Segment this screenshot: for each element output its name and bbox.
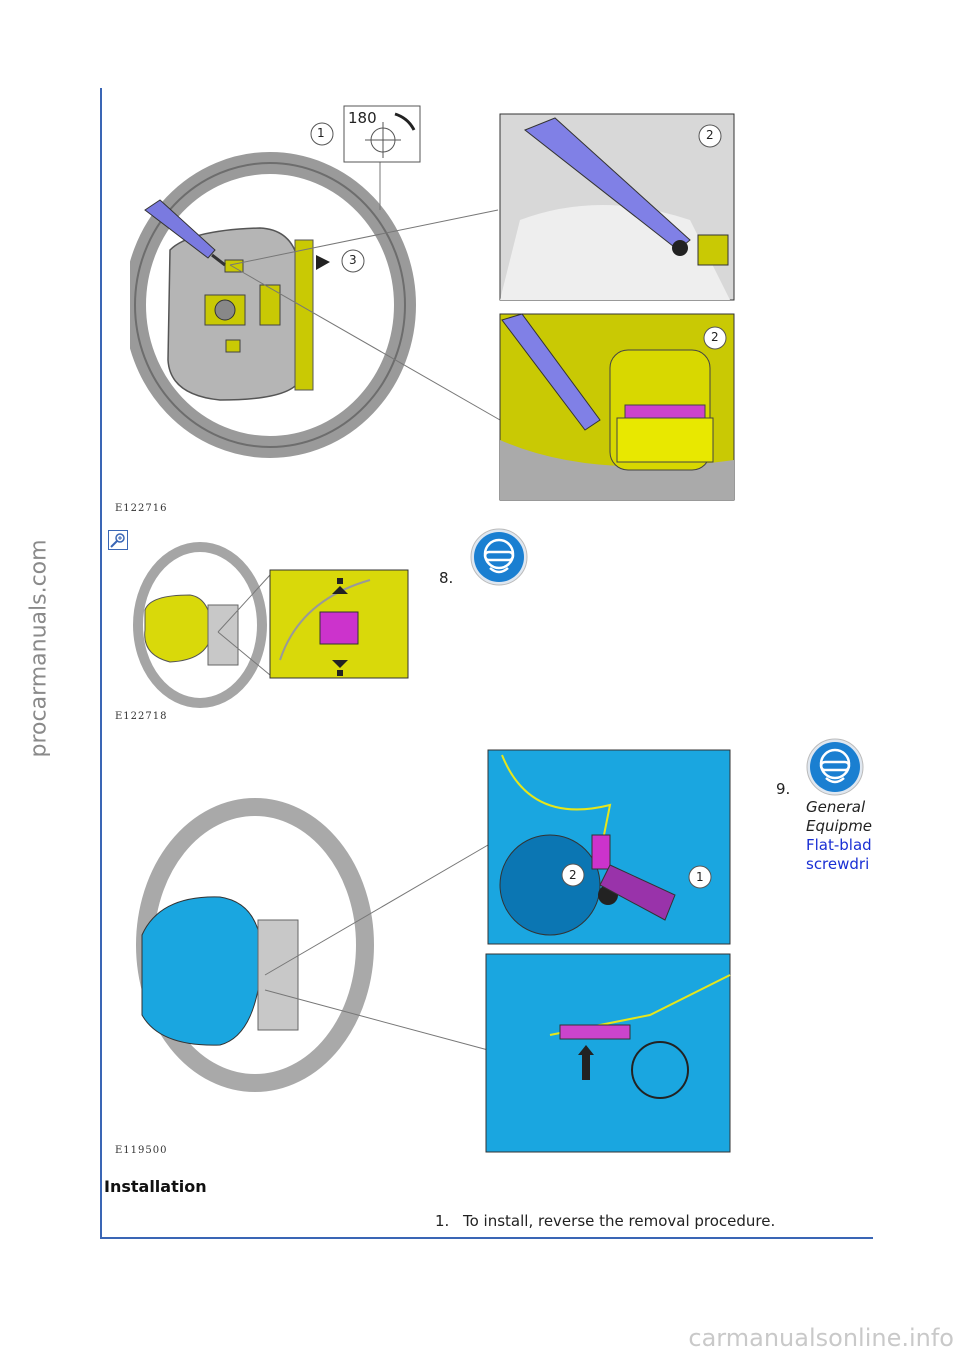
general-label: General — [806, 798, 866, 816]
install-step-1-text: To install, reverse the removal procedur… — [463, 1212, 776, 1230]
figure-steering-wheel-screwdriver: 1 180 3 2 2 — [124, 100, 750, 510]
bottom-watermark: carmanualsonline.info — [688, 1324, 954, 1352]
figure-airbag-disconnect: 2 1 — [130, 745, 740, 1155]
callout-1-connector: 1 — [696, 870, 704, 884]
callout-2-top: 2 — [706, 128, 714, 142]
step-9-number: 9. — [776, 780, 791, 798]
zoom-in-icon[interactable] — [108, 530, 128, 550]
bottom-rule — [100, 1237, 873, 1239]
step-9-equipment-block: General Equipme Flat-blad screwdri — [806, 798, 874, 874]
callout-2-connector: 2 — [569, 868, 577, 882]
left-margin-rule — [100, 88, 102, 1238]
equipment-label: Equipme — [806, 817, 873, 835]
safety-goggles-icon-step9 — [806, 738, 864, 796]
callout-3: 3 — [349, 253, 357, 267]
tool-link-line1[interactable]: Flat-blad — [806, 836, 872, 854]
step-8-number: 8. — [439, 569, 454, 587]
figure2-code: E122718 — [115, 711, 168, 722]
figure3-code: E119500 — [115, 1145, 168, 1156]
tool-link-line2[interactable]: screwdri — [806, 855, 870, 873]
rotation-180-label: 180 — [348, 109, 377, 127]
callout-1: 1 — [317, 126, 325, 140]
installation-heading: Installation — [104, 1177, 207, 1196]
safety-goggles-icon — [470, 528, 528, 586]
install-step-1-number: 1. — [435, 1212, 450, 1230]
callout-2-bottom: 2 — [711, 330, 719, 344]
figure1-code: E122716 — [115, 503, 168, 514]
side-watermark: procarmanuals.com — [26, 539, 52, 758]
figure-airbag-connector — [130, 540, 415, 715]
